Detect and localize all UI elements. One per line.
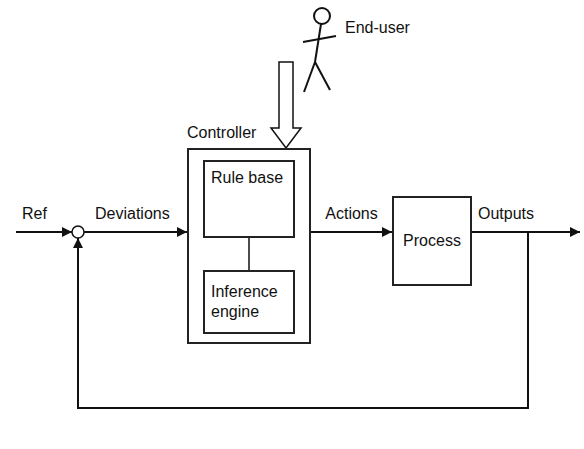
signal-arrow bbox=[311, 231, 392, 233]
box-text: Process bbox=[403, 231, 461, 251]
link-line bbox=[248, 238, 250, 270]
signal-label: Ref bbox=[22, 204, 47, 223]
deviation-line bbox=[84, 231, 187, 233]
output-line bbox=[472, 231, 580, 233]
feedback-line bbox=[78, 232, 528, 408]
end-user-figure bbox=[303, 8, 336, 92]
box-text: Inference engine bbox=[211, 282, 287, 322]
signal-label: Deviations bbox=[95, 204, 170, 223]
signal-label: Outputs bbox=[478, 204, 534, 223]
user-label: End-user bbox=[345, 18, 410, 37]
process-box: Process bbox=[392, 196, 472, 286]
edge-label: Actions bbox=[323, 204, 379, 223]
controller-box: Rule baseInference engineController bbox=[187, 148, 311, 344]
summing-junction bbox=[72, 226, 84, 238]
box-text: Rule base bbox=[211, 168, 283, 188]
box-heading: Controller bbox=[187, 124, 256, 142]
inference-engine-box: Inference engine bbox=[203, 270, 295, 334]
rule-base-box: Rule base bbox=[203, 160, 295, 238]
reference-line bbox=[16, 231, 72, 233]
user-input-arrow bbox=[271, 62, 301, 148]
